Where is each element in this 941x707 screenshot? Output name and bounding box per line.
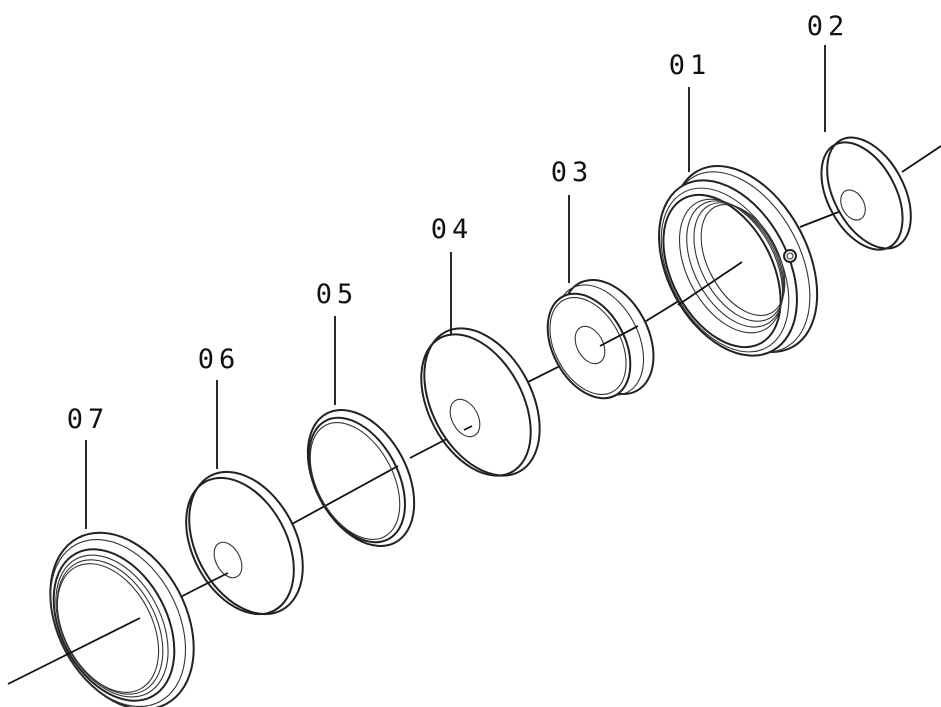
label-part-02: 02 bbox=[807, 11, 850, 42]
part-01-housing bbox=[658, 165, 819, 357]
part-06-disc bbox=[185, 470, 304, 616]
label-part-07: 07 bbox=[67, 404, 110, 435]
part-04-disc bbox=[420, 327, 541, 477]
label-part-06: 06 bbox=[198, 344, 241, 375]
part-labels: 01 02 03 04 05 06 07 bbox=[67, 11, 850, 435]
part-03-cap bbox=[546, 278, 655, 400]
leader-lines bbox=[85, 45, 826, 529]
label-part-01: 01 bbox=[669, 50, 712, 81]
label-part-04: 04 bbox=[431, 214, 474, 245]
part-02-cover-disc bbox=[820, 136, 912, 251]
part-07-threaded-ring bbox=[49, 531, 195, 707]
part-05-thin-ring bbox=[306, 409, 416, 547]
label-part-03: 03 bbox=[551, 157, 594, 188]
label-part-05: 05 bbox=[316, 279, 359, 310]
